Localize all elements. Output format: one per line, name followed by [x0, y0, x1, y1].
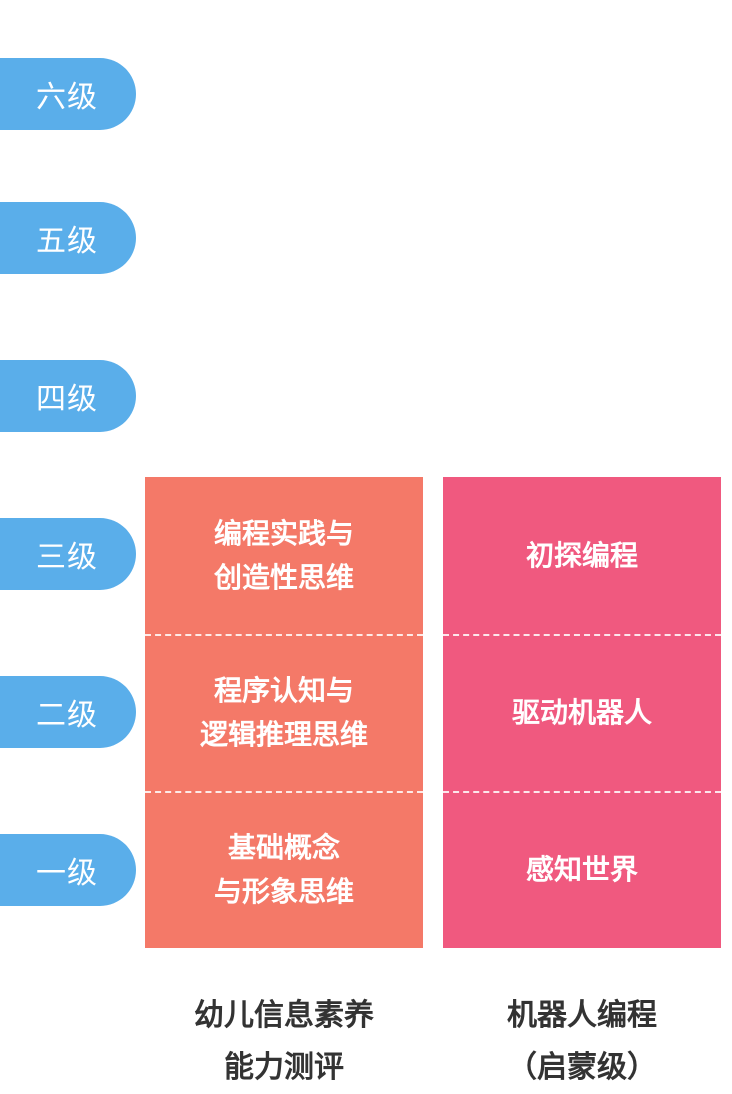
- assessment-cell-level-3: 编程实践与 创造性思维: [145, 477, 423, 634]
- dashed-divider: [443, 634, 721, 636]
- robot-programming-caption: 机器人编程 （启蒙级）: [443, 990, 721, 1094]
- cell-line: 基础概念: [227, 830, 340, 864]
- level-label: 二级: [36, 698, 98, 733]
- dashed-divider: [145, 791, 423, 793]
- caption-line: 幼儿信息素养: [194, 998, 374, 1033]
- cell-line: 与形象思维: [213, 874, 354, 908]
- assessment-cell-level-1: 基础概念 与形象思维: [145, 791, 423, 948]
- cell-line: 编程实践与: [213, 516, 354, 550]
- assessment-column: 编程实践与 创造性思维 程序认知与 逻辑推理思维 基础概念 与形象思维: [145, 477, 423, 948]
- level-label: 六级: [36, 80, 98, 115]
- level-label: 四级: [36, 382, 98, 417]
- caption-line: 能力测评: [224, 1050, 344, 1085]
- level-tab-2: 二级: [0, 676, 136, 748]
- level-tab-3: 三级: [0, 518, 136, 590]
- level-label: 五级: [36, 224, 98, 259]
- caption-line: 机器人编程: [507, 998, 657, 1033]
- assessment-cell-level-2: 程序认知与 逻辑推理思维: [145, 634, 423, 791]
- cell-line: 初探编程: [525, 538, 638, 572]
- level-tab-6: 六级: [0, 58, 136, 130]
- cell-line: 感知世界: [525, 852, 638, 886]
- level-tab-5: 五级: [0, 202, 136, 274]
- robot-programming-column: 初探编程 驱动机器人 感知世界: [443, 477, 721, 948]
- robot-cell-level-3: 初探编程: [443, 477, 721, 634]
- robot-cell-level-1: 感知世界: [443, 791, 721, 948]
- cell-line: 创造性思维: [213, 560, 354, 594]
- dashed-divider: [443, 791, 721, 793]
- assessment-caption: 幼儿信息素养 能力测评: [145, 990, 423, 1094]
- cell-line: 程序认知与: [213, 673, 354, 707]
- cell-line: 驱动机器人: [511, 695, 652, 729]
- dashed-divider: [145, 634, 423, 636]
- caption-line: （启蒙级）: [507, 1050, 657, 1085]
- robot-cell-level-2: 驱动机器人: [443, 634, 721, 791]
- level-tab-4: 四级: [0, 360, 136, 432]
- level-tab-1: 一级: [0, 834, 136, 906]
- level-label: 一级: [36, 856, 98, 891]
- cell-line: 逻辑推理思维: [199, 717, 368, 751]
- level-label: 三级: [36, 540, 98, 575]
